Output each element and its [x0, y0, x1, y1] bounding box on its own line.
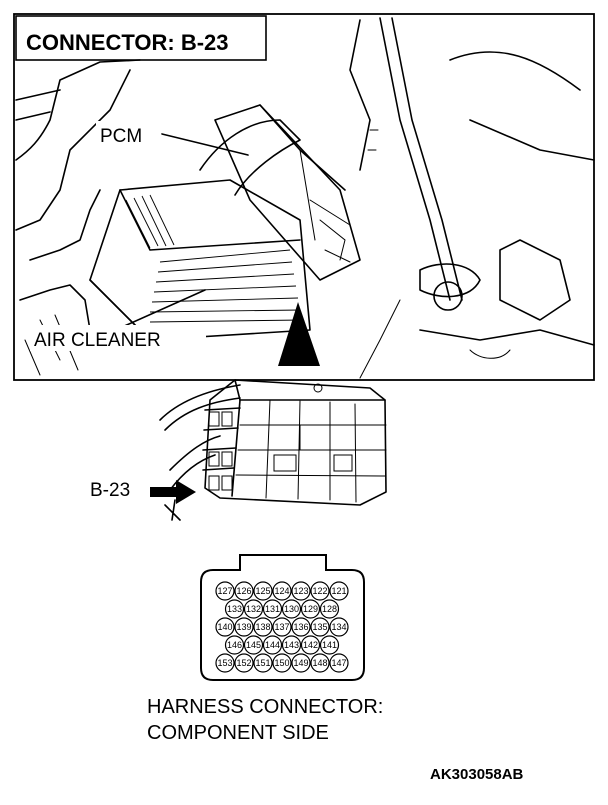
pin-number-126: 126 — [236, 586, 251, 596]
pin-140 — [215, 617, 235, 637]
pin-150 — [272, 653, 292, 673]
pin-139 — [234, 617, 254, 637]
pin-number-128: 128 — [322, 604, 337, 614]
pin-number-141: 141 — [322, 640, 337, 650]
pin-126 — [234, 581, 254, 601]
pin-138 — [253, 617, 273, 637]
pin-122 — [310, 581, 330, 601]
pcm-closeup — [159, 379, 387, 521]
b23-arrow — [150, 480, 196, 504]
pin-number-134: 134 — [331, 622, 346, 632]
pin-number-152: 152 — [236, 658, 251, 668]
pin-number-139: 139 — [236, 622, 251, 632]
air-cleaner-label: AIR CLEANER — [34, 330, 161, 351]
pin-141 — [319, 635, 340, 655]
pin-number-131: 131 — [265, 604, 280, 614]
pcm-label: PCM — [100, 126, 142, 147]
pin-121 — [329, 581, 349, 601]
pin-149 — [291, 653, 311, 673]
pin-number-148: 148 — [312, 658, 327, 668]
pin-145 — [243, 635, 264, 655]
harness-connector-face: 127 126 125 124 123 122 121 133 132 131 130 129 128 1… — [200, 554, 365, 681]
pin-146 — [224, 635, 245, 655]
pin-123 — [291, 581, 311, 601]
pin-number-142: 142 — [303, 640, 318, 650]
pin-130 — [281, 599, 302, 619]
pin-142 — [300, 635, 321, 655]
pin-153 — [215, 653, 235, 673]
pin-number-138: 138 — [255, 622, 270, 632]
pin-number-151: 151 — [255, 658, 270, 668]
pin-number-129: 129 — [303, 604, 318, 614]
b23-label: B-23 — [90, 480, 130, 501]
pin-147 — [329, 653, 349, 673]
pin-number-153: 153 — [217, 658, 232, 668]
caption-line-2: COMPONENT SIDE — [147, 722, 329, 744]
pin-124 — [272, 581, 292, 601]
pin-128 — [319, 599, 340, 619]
pin-number-127: 127 — [217, 586, 232, 596]
pin-number-147: 147 — [331, 658, 346, 668]
pin-143 — [281, 635, 302, 655]
pin-number-135: 135 — [312, 622, 327, 632]
pin-number-124: 124 — [274, 586, 289, 596]
pin-number-132: 132 — [246, 604, 261, 614]
pin-number-125: 125 — [255, 586, 270, 596]
pin-133 — [224, 599, 245, 619]
pin-135 — [310, 617, 330, 637]
pin-137 — [272, 617, 292, 637]
pin-127 — [215, 581, 235, 601]
pin-number-123: 123 — [293, 586, 308, 596]
pin-number-137: 137 — [274, 622, 289, 632]
pin-number-133: 133 — [227, 604, 242, 614]
pin-129 — [300, 599, 321, 619]
pin-134 — [329, 617, 349, 637]
pin-number-130: 130 — [284, 604, 299, 614]
pin-number-145: 145 — [246, 640, 261, 650]
pin-number-146: 146 — [227, 640, 242, 650]
connector-pin-grid: 127 126 125 124 123 122 121 133 132 131 130 129 128 1… — [215, 581, 349, 673]
air-cleaner-ribs — [125, 194, 303, 323]
pin-132 — [243, 599, 264, 619]
caption-line-1: HARNESS CONNECTOR: — [147, 696, 383, 718]
pin-number-136: 136 — [293, 622, 308, 632]
pin-number-144: 144 — [265, 640, 280, 650]
pin-number-143: 143 — [284, 640, 299, 650]
pin-number-121: 121 — [331, 586, 346, 596]
pin-number-140: 140 — [217, 622, 232, 632]
pin-125 — [253, 581, 273, 601]
pin-151 — [253, 653, 273, 673]
pin-number-122: 122 — [312, 586, 327, 596]
pin-136 — [291, 617, 311, 637]
pin-144 — [262, 635, 283, 655]
diagram-title: CONNECTOR: B-23 — [26, 30, 229, 55]
callout-pointer — [278, 302, 320, 366]
pin-152 — [234, 653, 254, 673]
pin-148 — [310, 653, 330, 673]
pin-number-149: 149 — [293, 658, 308, 668]
figure-id: AK303058AB — [430, 766, 524, 783]
pin-131 — [262, 599, 283, 619]
engine-bay-illustration — [13, 13, 595, 381]
pin-number-150: 150 — [274, 658, 289, 668]
